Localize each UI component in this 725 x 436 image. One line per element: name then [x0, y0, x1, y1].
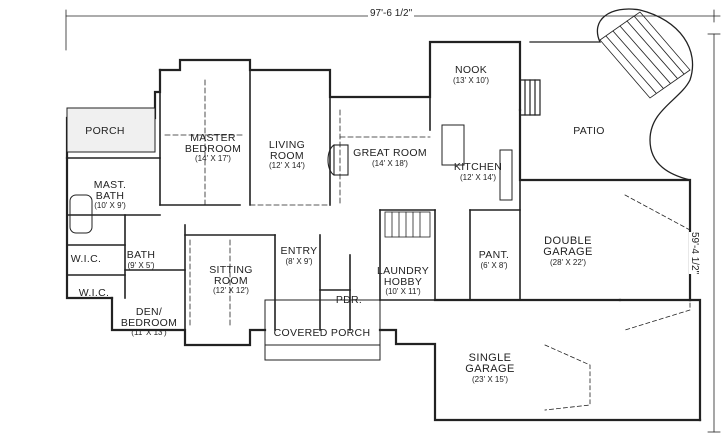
stair — [384, 211, 431, 238]
room-living-room: LIVING ROOM (12' X 14') — [269, 140, 305, 170]
room-laundry-name-1: LAUNDRY — [376, 265, 430, 277]
room-mast-bath-name-2: BATH — [95, 189, 125, 202]
room-kitchen: KITCHEN (12' X 14') — [454, 162, 502, 182]
fireplace — [327, 144, 349, 176]
room-nook-name: NOOK — [454, 64, 488, 76]
room-den-dim: (11' X 13') — [131, 328, 167, 337]
room-den: DEN/ BEDROOM (11' X 13') — [121, 307, 177, 337]
room-laundry: LAUNDRY HOBBY (10' X 11') — [377, 266, 429, 296]
room-patio: PATIO — [573, 126, 604, 137]
room-bath-name: BATH — [126, 249, 156, 261]
room-living-room-name-1: LIVING — [268, 139, 306, 151]
room-single-garage-name-2: GARAGE — [465, 363, 515, 375]
room-pant: PANT. (6' X 8') — [479, 250, 509, 270]
room-single-garage: SINGLE GARAGE (23' X 15') — [465, 353, 514, 384]
room-laundry-dim: (10' X 11') — [385, 287, 421, 296]
nook-bay — [519, 79, 541, 116]
patio-outline — [529, 8, 694, 181]
room-double-garage-name-1: DOUBLE — [544, 235, 592, 247]
room-entry-name: ENTRY — [280, 245, 318, 257]
room-pant-name: PANT. — [478, 249, 510, 261]
room-single-garage-name-1: SINGLE — [468, 352, 512, 364]
exterior-walls — [65, 40, 702, 422]
room-den-name-2: BEDROOM — [120, 316, 178, 329]
room-master-bedroom-dim: (14' X 17') — [195, 154, 231, 163]
room-patio-name: PATIO — [573, 125, 605, 137]
room-entry-dim: (8' X 9') — [285, 256, 313, 266]
garage-doors — [544, 194, 691, 411]
room-entry: ENTRY (8' X 9') — [281, 246, 318, 266]
room-mast-bath-name-1: MAST. — [93, 179, 127, 191]
room-master-bedroom-name-2: BEDROOM — [184, 142, 242, 155]
room-wic-1-name: W.I.C. — [70, 253, 102, 265]
room-den-name-1: DEN/ — [135, 306, 163, 318]
room-great-room-dim: (14' X 18') — [372, 158, 408, 168]
room-covered-porch-name: COVERED PORCH — [273, 327, 371, 339]
room-double-garage-dim: (28' X 22') — [550, 258, 586, 267]
room-mast-bath: MAST. BATH (10' X 9') — [94, 180, 126, 210]
room-living-room-dim: (12' X 14') — [269, 161, 305, 170]
overall-depth-label: 59'-4 1/2" — [689, 232, 700, 275]
room-living-room-name-2: ROOM — [270, 149, 304, 162]
room-kitchen-dim: (12' X 14') — [460, 172, 496, 182]
porch-area — [66, 107, 156, 153]
room-porch-name: PORCH — [85, 125, 125, 137]
interior-walls — [66, 69, 521, 331]
room-great-room-name: GREAT ROOM — [353, 147, 427, 159]
room-sitting-room-name-2: ROOM — [214, 274, 248, 287]
room-master-bedroom: MASTER BEDROOM (14' X 17') — [185, 133, 241, 163]
room-double-garage-name-2: GARAGE — [543, 246, 593, 258]
room-mast-bath-dim: (10' X 9') — [94, 201, 126, 210]
room-sitting-room-dim: (12' X 12') — [213, 286, 249, 295]
tub — [69, 194, 93, 234]
room-great-room: GREAT ROOM (14' X 18') — [353, 148, 427, 168]
pergola — [599, 11, 691, 99]
covered-porch-area — [264, 299, 381, 361]
room-wic-2-name: W.I.C. — [78, 287, 110, 299]
room-bath-dim: (9' X 5') — [127, 260, 155, 270]
room-bath: BATH (9' X 5') — [127, 250, 155, 270]
room-single-garage-dim: (23' X 15') — [472, 375, 508, 384]
room-nook-dim: (13' X 10') — [453, 75, 489, 85]
room-double-garage: DOUBLE GARAGE (28' X 22') — [543, 236, 592, 267]
room-covered-porch: COVERED PORCH — [274, 328, 371, 339]
dimension-lines — [65, 9, 721, 433]
room-wic-2: W.I.C. — [79, 288, 109, 299]
room-sitting-room: SITTING ROOM (12' X 12') — [209, 265, 253, 295]
ceiling-lines — [164, 79, 431, 326]
room-sitting-room-name-1: SITTING — [209, 264, 253, 276]
room-pant-dim: (6' X 8') — [480, 260, 508, 270]
room-wic-1: W.I.C. — [71, 254, 101, 265]
room-laundry-name-2: HOBBY — [383, 275, 423, 288]
room-pdr-name: PDR. — [335, 294, 363, 306]
room-porch: PORCH — [85, 126, 124, 137]
room-master-bedroom-name-1: MASTER — [190, 132, 236, 144]
kitchen-island — [441, 124, 513, 201]
overall-width-label: 97'-6 1/2" — [368, 8, 415, 19]
room-nook: NOOK (13' X 10') — [453, 65, 489, 85]
room-pdr: PDR. — [336, 295, 362, 306]
room-kitchen-name: KITCHEN — [453, 161, 503, 173]
